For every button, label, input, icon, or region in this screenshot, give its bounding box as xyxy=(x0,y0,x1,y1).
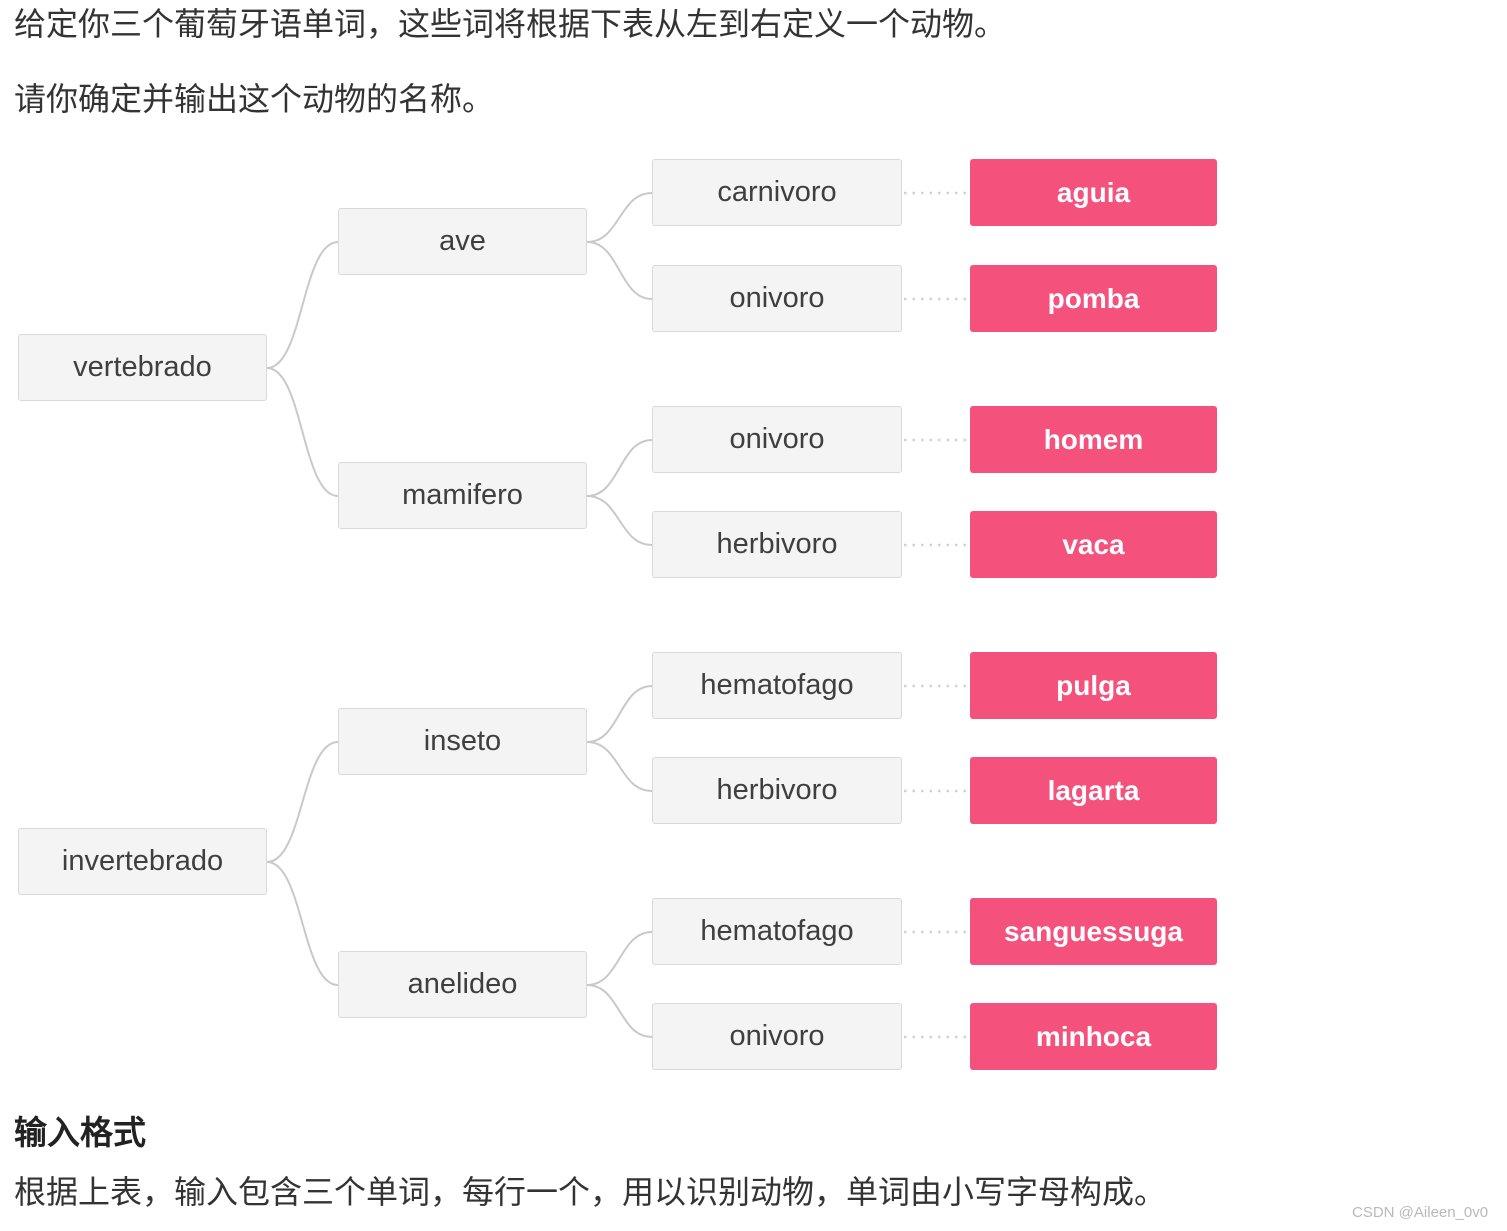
tree-node-onivoro-mamifero: onivoro xyxy=(652,406,902,473)
watermark: CSDN @Aileen_0v0 xyxy=(1352,1204,1489,1221)
connector-curve xyxy=(586,192,653,243)
connector-curve xyxy=(266,241,339,369)
animal-box-lagarta: lagarta xyxy=(970,757,1217,824)
tree-node-herbivoro-inseto: herbivoro xyxy=(652,757,902,824)
intro-paragraph-2: 请你确定并输出这个动物的名称。 xyxy=(14,81,495,117)
connector-curve xyxy=(266,367,339,497)
connector-curve xyxy=(266,861,339,986)
intro-paragraph-1: 给定你三个葡萄牙语单词，这些词将根据下表从左到右定义一个动物。 xyxy=(14,6,1007,42)
tree-node-mamifero: mamifero xyxy=(338,462,587,529)
connector-curve xyxy=(266,741,339,863)
connector-curve xyxy=(586,741,653,792)
tree-node-anelideo: anelideo xyxy=(338,951,587,1018)
input-format-heading: 输入格式 xyxy=(14,1114,146,1151)
connector-curve xyxy=(586,685,653,743)
tree-node-carnivoro: carnivoro xyxy=(652,159,902,226)
tree-node-hematofago-inseto: hematofago xyxy=(652,652,902,719)
animal-box-homem: homem xyxy=(970,406,1217,473)
animal-box-sanguessuga: sanguessuga xyxy=(970,898,1217,965)
connector-curve xyxy=(586,984,653,1038)
tree-node-ave: ave xyxy=(338,208,587,275)
animal-box-minhoca: minhoca xyxy=(970,1003,1217,1070)
connector-curve xyxy=(586,439,653,497)
animal-box-vaca: vaca xyxy=(970,511,1217,578)
animal-box-pulga: pulga xyxy=(970,652,1217,719)
tree-node-inseto: inseto xyxy=(338,708,587,775)
tree-node-invertebrado: invertebrado xyxy=(18,828,267,895)
tree-node-onivoro-anelideo: onivoro xyxy=(652,1003,902,1070)
animal-box-aguia: aguia xyxy=(970,159,1217,226)
animal-box-pomba: pomba xyxy=(970,265,1217,332)
tree-node-vertebrado: vertebrado xyxy=(18,334,267,401)
tree-node-onivoro-ave: onivoro xyxy=(652,265,902,332)
connector-curve xyxy=(586,495,653,546)
connector-curve xyxy=(586,931,653,986)
connector-curve xyxy=(586,241,653,300)
tree-node-herbivoro-mamifero: herbivoro xyxy=(652,511,902,578)
tree-node-hematofago-anelideo: hematofago xyxy=(652,898,902,965)
input-format-description: 根据上表，输入包含三个单词，每行一个，用以识别动物，单词由小写字母构成。 xyxy=(14,1174,1167,1210)
